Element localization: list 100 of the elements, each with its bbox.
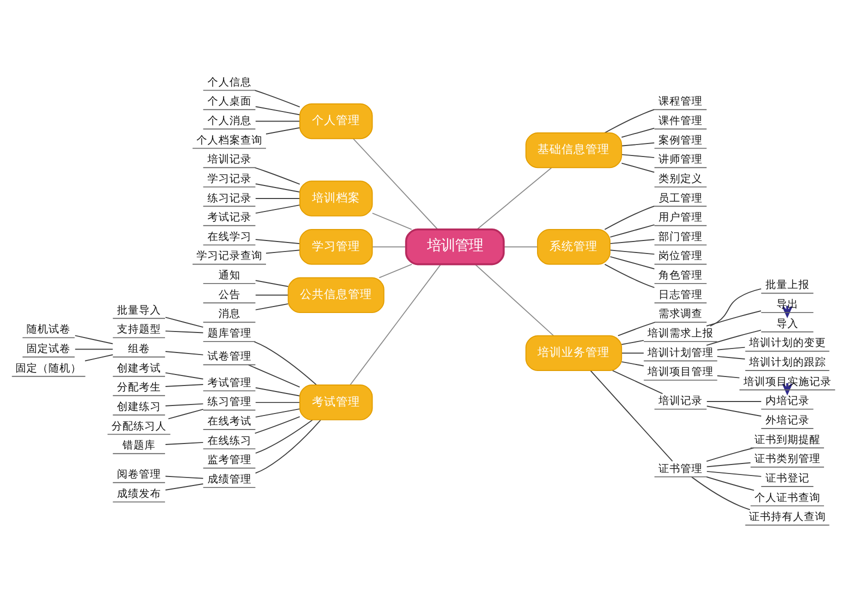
- node-box: 考试管理: [299, 384, 373, 420]
- connector: [165, 475, 204, 478]
- connector: [706, 476, 754, 490]
- node-text: 个人消息: [207, 113, 252, 126]
- node-text: 岗位管理: [658, 248, 703, 262]
- connector: [248, 364, 300, 388]
- connector: [255, 419, 322, 474]
- node-text: 学习记录查询: [196, 248, 262, 262]
- connector: [165, 372, 204, 379]
- node-text: 案例管理: [658, 132, 703, 146]
- node-text: 证书持有人查询: [748, 510, 826, 523]
- connector: [706, 310, 762, 326]
- connector: [165, 384, 204, 386]
- node-text: 证书管理: [658, 461, 703, 474]
- connector: [476, 166, 552, 230]
- node-text: 支持题型: [116, 322, 161, 336]
- connector: [716, 346, 746, 350]
- connector: [165, 350, 204, 355]
- connector: [706, 446, 754, 462]
- connector: [254, 89, 300, 107]
- node-text: 考试管理: [207, 375, 252, 388]
- node-text: 监考管理: [207, 452, 252, 466]
- connector: [610, 256, 655, 269]
- connector: [255, 294, 289, 296]
- connector: [621, 127, 655, 138]
- connector: [610, 224, 655, 238]
- node-text: 外培记录: [765, 412, 810, 426]
- connector: [74, 348, 114, 350]
- connector: [706, 462, 751, 467]
- connector: [706, 470, 762, 476]
- node-text: 培训计划的跟踪: [748, 355, 826, 368]
- node-box: 培训档案: [299, 180, 373, 216]
- node-text: 个人信息: [207, 74, 252, 88]
- connector: [255, 408, 300, 418]
- node-text: 考试记录: [207, 210, 252, 224]
- node-text: 证书登记: [765, 470, 810, 484]
- connector: [378, 263, 412, 278]
- node-text: 个人桌面: [207, 94, 252, 108]
- connector: [604, 205, 655, 230]
- node-text: 创建练习: [116, 399, 161, 412]
- connector: [255, 302, 289, 310]
- node-text: 用户管理: [658, 210, 703, 224]
- connector: [621, 339, 644, 344]
- node-text: 练习管理: [207, 394, 252, 408]
- connector: [352, 138, 438, 230]
- node-text: 培训项目实施记录: [743, 374, 832, 388]
- node-box: 公共信息管理: [288, 276, 384, 313]
- connector: [621, 154, 655, 158]
- connector: [165, 441, 204, 444]
- connector: [255, 386, 300, 396]
- connector: [706, 400, 762, 402]
- node-text: 培训计划的变更: [748, 336, 826, 349]
- connector: [604, 263, 655, 288]
- node-text: 公告: [218, 287, 240, 300]
- node-box: 学习管理: [299, 228, 373, 264]
- node-text: 消息: [218, 306, 240, 320]
- node-text: 创建考试: [116, 360, 161, 374]
- connector: [255, 106, 300, 115]
- node-text: 培训计划管理: [648, 345, 714, 358]
- node-text: 成绩发布: [116, 486, 161, 500]
- node-text: 试卷管理: [207, 349, 252, 362]
- arrow: [782, 305, 792, 317]
- node-text: 证书类别管理: [754, 452, 820, 465]
- connector: [255, 120, 300, 122]
- node-box: 培训业务管理: [525, 334, 622, 371]
- connector: [621, 142, 655, 146]
- node-text: 员工管理: [658, 190, 703, 204]
- connector: [621, 360, 644, 366]
- node-text: 讲师管理: [658, 152, 703, 166]
- node-text: 练习记录: [207, 190, 252, 204]
- node-text: 培训需求上报: [648, 326, 714, 340]
- node-text: 培训记录: [207, 152, 252, 166]
- connector: [372, 246, 406, 247]
- node-text: 在线考试: [207, 414, 252, 427]
- connector: [165, 316, 204, 328]
- node-text: 培训记录: [658, 394, 703, 407]
- connector: [254, 166, 300, 184]
- connector: [165, 330, 204, 333]
- node-text: 随机试卷: [26, 322, 71, 336]
- node-text: 课件管理: [658, 113, 703, 126]
- connector: [710, 288, 762, 326]
- node-text: 批量导入: [116, 302, 161, 316]
- node-text: 需求调查: [658, 306, 703, 320]
- node-text: 固定（随机）: [16, 360, 82, 374]
- node-text: 阅卷管理: [116, 467, 161, 480]
- node-box: 基础信息管理: [525, 132, 622, 168]
- connector: [716, 374, 740, 378]
- node-text: 组卷: [128, 341, 150, 354]
- connector: [255, 419, 313, 454]
- node-text: 个人证书查询: [754, 490, 820, 504]
- connector: [266, 249, 300, 254]
- node-text: 分配练习人: [111, 418, 166, 432]
- connector: [266, 126, 300, 134]
- node-text: 日志管理: [658, 287, 703, 300]
- connector: [621, 352, 644, 354]
- connector: [503, 246, 538, 247]
- connector: [84, 354, 114, 361]
- node-text: 分配考生: [116, 380, 161, 394]
- node-box: 个人管理: [299, 102, 373, 139]
- connector: [255, 280, 289, 287]
